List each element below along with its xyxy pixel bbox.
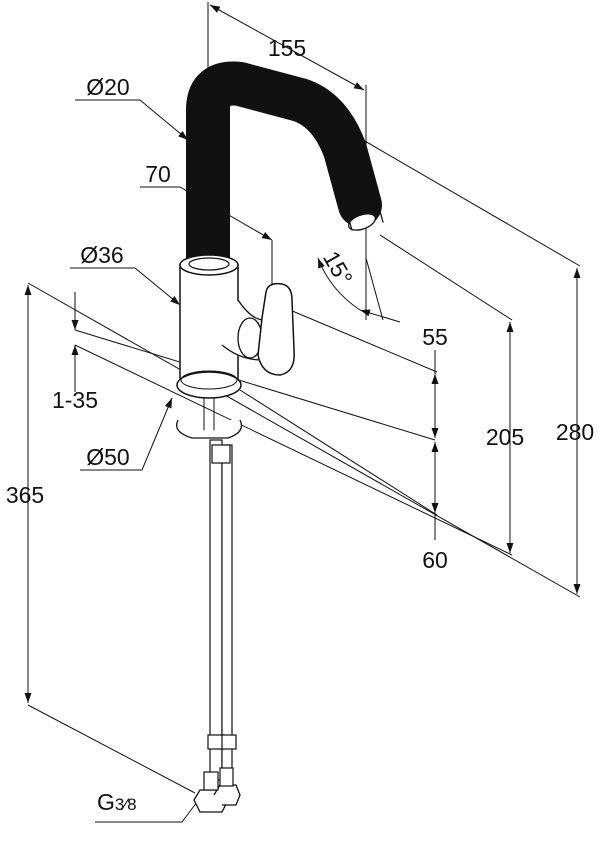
dimension-labels: 155 Ø20 70 Ø36 1-35 Ø50 365 55 60 205 28… bbox=[6, 35, 594, 815]
label-handle-height: 55 bbox=[422, 324, 448, 350]
label-connection-main: G bbox=[97, 789, 115, 815]
label-spout-reach: 155 bbox=[268, 35, 306, 61]
dimension-lines bbox=[24, 4, 581, 823]
label-body-diameter: Ø36 bbox=[80, 242, 123, 268]
label-connection-fraction: 3⁄8 bbox=[115, 795, 137, 814]
label-spout-angle: 15° bbox=[318, 246, 358, 289]
supply-hoses bbox=[207, 439, 237, 781]
label-total-height: 280 bbox=[556, 419, 594, 445]
base-ring bbox=[175, 370, 243, 439]
label-connection: G3⁄8 bbox=[97, 789, 137, 815]
lever-handle[interactable] bbox=[257, 282, 295, 376]
label-base-to-lever: 60 bbox=[422, 547, 448, 573]
label-base-diameter: Ø50 bbox=[86, 444, 129, 470]
faucet-body bbox=[179, 254, 263, 386]
label-outlet-height: 205 bbox=[486, 424, 524, 450]
hose-nuts bbox=[193, 767, 241, 813]
spout bbox=[186, 61, 384, 284]
label-deck-thickness: 1-35 bbox=[52, 387, 98, 413]
label-total-length: 365 bbox=[6, 482, 44, 508]
label-spout-diameter: Ø20 bbox=[86, 74, 129, 100]
faucet bbox=[175, 61, 384, 813]
label-lever-offset: 70 bbox=[145, 161, 171, 187]
